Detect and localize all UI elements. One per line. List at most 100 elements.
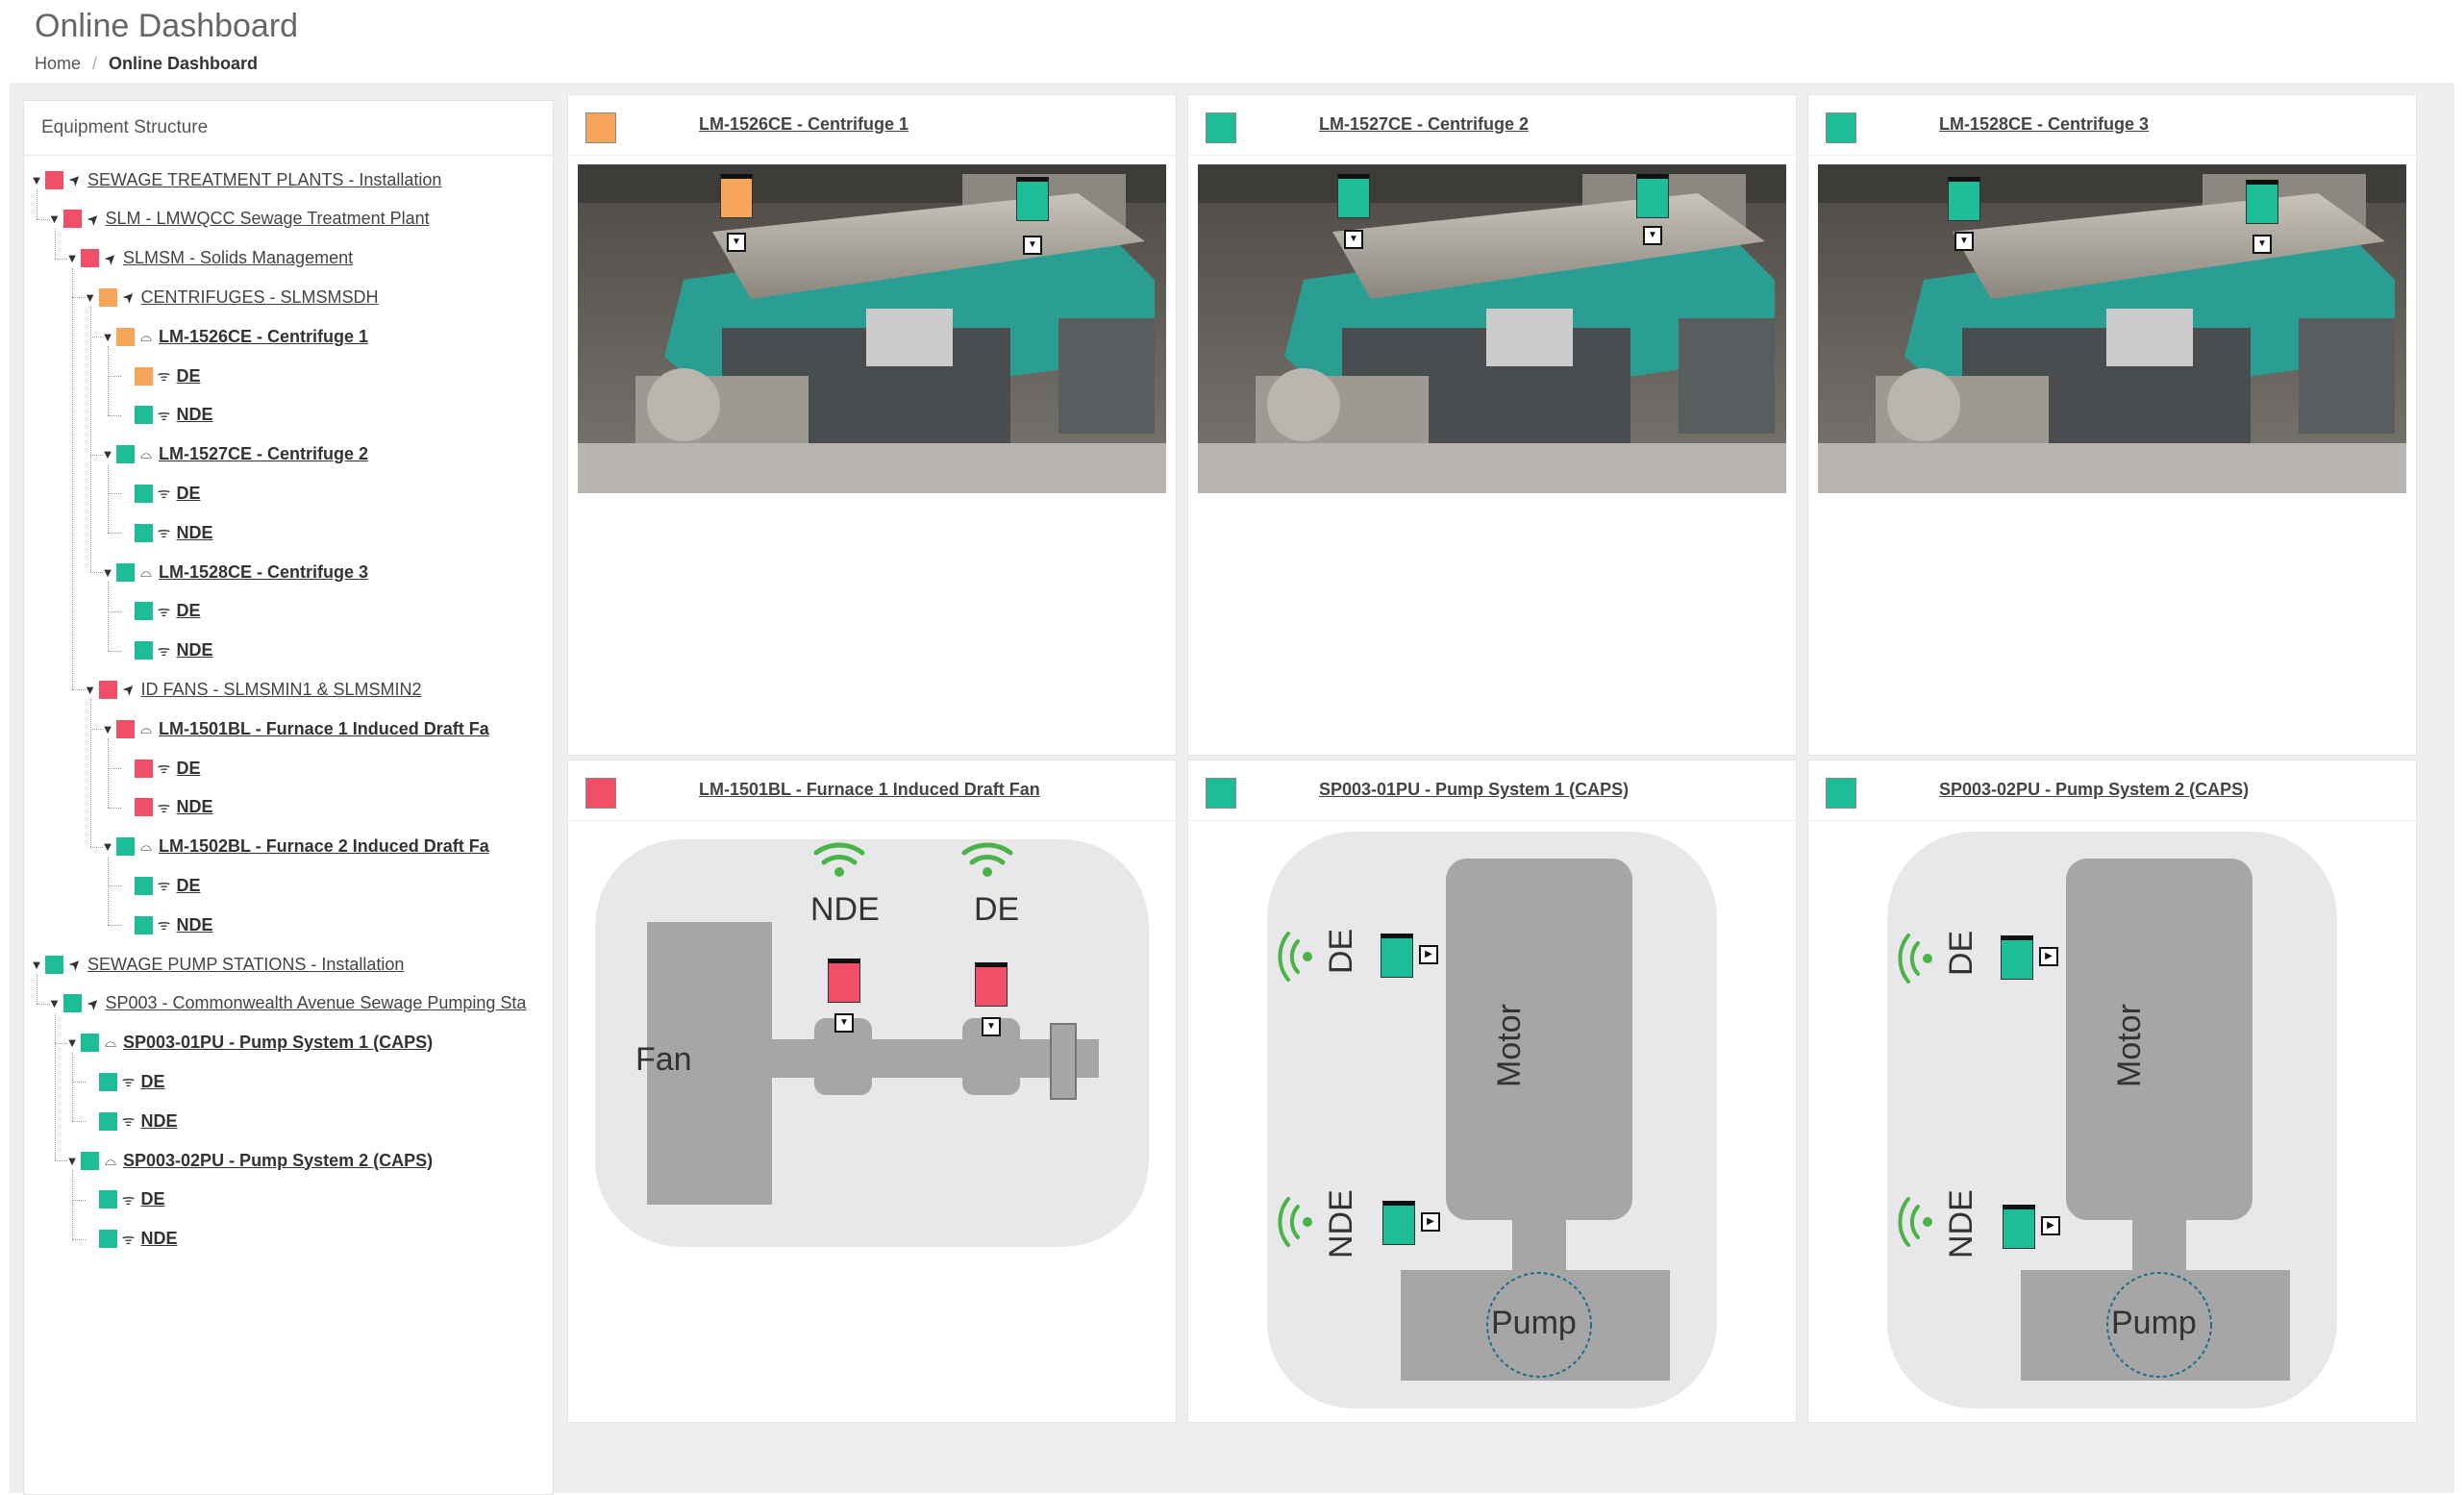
sensor-meter-de[interactable]	[1948, 177, 1980, 221]
sensor-meter-nde[interactable]	[828, 959, 860, 1003]
tree-node-label[interactable]: SEWAGE PUMP STATIONS - Installation	[87, 954, 405, 974]
tree-node[interactable]: ▼➤SEWAGE TREATMENT PLANTS - Installation	[30, 165, 442, 194]
sensor-meter-nde[interactable]	[2003, 1205, 2035, 1249]
tree-node[interactable]: ▼⌓LM-1526CE - Centrifuge 1	[101, 322, 368, 351]
tree-node[interactable]: ▼➤ID FANS - SLMSMIN1 & SLMSMIN2	[84, 675, 422, 704]
tree-node-label[interactable]: SLMSM - Solids Management	[123, 248, 354, 268]
tree-node-label[interactable]: DE	[176, 365, 201, 386]
card-title-link[interactable]: LM-1526CE - Centrifuge 1	[699, 114, 909, 134]
tree-node[interactable]: ▼⌓SP003-01PU - Pump System 1 (CAPS)	[65, 1029, 433, 1058]
expand-toggle-icon[interactable]: ▼	[65, 1153, 79, 1168]
sensor-meter-nde[interactable]	[1636, 174, 1669, 218]
expand-toggle-icon[interactable]: ▼	[101, 447, 114, 462]
tree-node[interactable]: ▼⌓LM-1501BL - Furnace 1 Induced Draft Fa	[101, 714, 489, 743]
tree-node[interactable]: ▼⌓LM-1502BL - Furnace 2 Induced Draft Fa	[101, 833, 489, 861]
tree-node-label[interactable]: SP003-01PU - Pump System 1 (CAPS)	[123, 1033, 434, 1053]
sensor-meter-nde[interactable]	[2246, 180, 2278, 224]
tree-node-label[interactable]: NDE	[176, 640, 213, 660]
tree-node[interactable]: ▼➤SLMSM - Solids Management	[65, 244, 354, 273]
sensor-meter-de[interactable]	[975, 962, 1008, 1007]
sensor-meter-de[interactable]	[720, 174, 753, 218]
tree-node-label[interactable]: SEWAGE TREATMENT PLANTS - Installation	[87, 169, 442, 189]
sensor-expand-button[interactable]: ▼	[1344, 230, 1363, 249]
tree-node[interactable]: ▼➤CENTRIFUGES - SLMSMSDH	[84, 283, 379, 311]
sensor-meter-nde[interactable]	[1382, 1201, 1415, 1245]
sensor-expand-button[interactable]: ▼	[727, 233, 746, 252]
expand-toggle-icon[interactable]: ▼	[30, 957, 43, 972]
card-title-link[interactable]: LM-1501BL - Furnace 1 Induced Draft Fan	[699, 780, 1040, 799]
sensor-expand-button[interactable]: ▼	[2252, 235, 2272, 254]
sensor-meter-de[interactable]	[1337, 174, 1370, 218]
tree-node[interactable]: ▼⌓LM-1527CE - Centrifuge 2	[101, 440, 368, 469]
tree-node-label[interactable]: LM-1502BL - Furnace 2 Induced Draft Fa	[159, 836, 489, 857]
tree-node-label[interactable]: DE	[176, 875, 201, 895]
expand-toggle-icon[interactable]: ▼	[101, 329, 114, 344]
card-title-link[interactable]: SP003-02PU - Pump System 2 (CAPS)	[1939, 780, 2250, 799]
card-title-link[interactable]: SP003-01PU - Pump System 1 (CAPS)	[1319, 780, 1630, 799]
expand-toggle-icon[interactable]: ▼	[101, 721, 114, 736]
tree-node-label[interactable]: DE	[176, 758, 201, 778]
tree-node-label[interactable]: LM-1501BL - Furnace 1 Induced Draft Fa	[159, 718, 489, 738]
tree-node-label[interactable]: DE	[140, 1071, 165, 1091]
sensor-expand-button[interactable]: ▶	[1419, 945, 1438, 964]
card-title-link[interactable]: LM-1527CE - Centrifuge 2	[1319, 114, 1530, 134]
expand-toggle-icon[interactable]: ▼	[65, 1035, 79, 1051]
tree-node-label[interactable]: LM-1526CE - Centrifuge 1	[159, 326, 369, 346]
sensor-expand-button[interactable]: ▼	[982, 1017, 1001, 1036]
tree-node-label[interactable]: NDE	[176, 914, 213, 934]
tree-node-label[interactable]: LM-1527CE - Centrifuge 2	[159, 444, 369, 464]
sensor-expand-button[interactable]: ▶	[1421, 1212, 1440, 1232]
sensor-expand-button[interactable]: ▼	[834, 1013, 854, 1033]
card-title-link[interactable]: LM-1528CE - Centrifuge 3	[1939, 114, 2150, 134]
sensor-meter-de[interactable]	[1381, 934, 1413, 978]
expand-toggle-icon[interactable]: ▼	[84, 682, 96, 697]
sensor-meter-nde[interactable]	[1016, 177, 1049, 221]
tree-node-label[interactable]: SP003 - Commonwealth Avenue Sewage Pumpi…	[105, 993, 527, 1013]
sensor-expand-button[interactable]: ▼	[1643, 226, 1662, 245]
tree-node-label[interactable]: LM-1528CE - Centrifuge 3	[159, 561, 369, 582]
tree-node[interactable]: ▼⌓SP003-02PU - Pump System 2 (CAPS)	[65, 1146, 433, 1175]
expand-toggle-icon[interactable]: ▼	[48, 996, 61, 1011]
tree-node-label[interactable]: NDE	[176, 405, 213, 425]
sensor-meter-de[interactable]	[2001, 935, 2033, 980]
tree-node-label[interactable]: NDE	[140, 1110, 178, 1131]
tree-node[interactable]: ▼⌓LM-1528CE - Centrifuge 3	[101, 558, 368, 586]
expand-toggle-icon[interactable]: ▼	[65, 251, 79, 266]
tree-node-label[interactable]: DE	[176, 601, 201, 621]
expand-toggle-icon[interactable]: ▼	[30, 172, 43, 187]
tree-node-label[interactable]: NDE	[140, 1229, 178, 1249]
tree-node-label[interactable]: ID FANS - SLMSMIN1 & SLMSMIN2	[140, 679, 422, 699]
tree-node[interactable]: ▼➤SEWAGE PUMP STATIONS - Installation	[30, 950, 405, 979]
tree-node-label[interactable]: SLM - LMWQCC Sewage Treatment Plant	[105, 209, 430, 229]
sensor-expand-button[interactable]: ▶	[2041, 1216, 2060, 1235]
sensor-expand-button[interactable]: ▼	[1023, 236, 1042, 255]
tree-node[interactable]: ▼➤SP003 - Commonwealth Avenue Sewage Pum…	[48, 989, 527, 1018]
expand-toggle-icon[interactable]: ▼	[84, 289, 96, 305]
tree-node-label[interactable]: NDE	[176, 797, 213, 817]
tree-node-label[interactable]: SP003-02PU - Pump System 2 (CAPS)	[123, 1150, 434, 1170]
tree-node-label[interactable]: CENTRIFUGES - SLMSMSDH	[140, 287, 379, 307]
expand-toggle-icon[interactable]: ▼	[101, 839, 114, 855]
tree-node[interactable]: ▼➤SLM - LMWQCC Sewage Treatment Plant	[48, 205, 430, 234]
breadcrumb-home[interactable]: Home	[35, 54, 82, 73]
expand-toggle-icon[interactable]: ▼	[48, 212, 61, 227]
tree-node-label[interactable]: NDE	[176, 522, 213, 542]
tree-node-label[interactable]: DE	[140, 1189, 165, 1209]
sensor-expand-button[interactable]: ▼	[1954, 232, 1974, 251]
sensor-expand-button[interactable]: ▶	[2039, 947, 2058, 966]
tree-node-label[interactable]: DE	[176, 483, 201, 503]
expand-toggle-icon[interactable]: ▼	[101, 564, 114, 580]
